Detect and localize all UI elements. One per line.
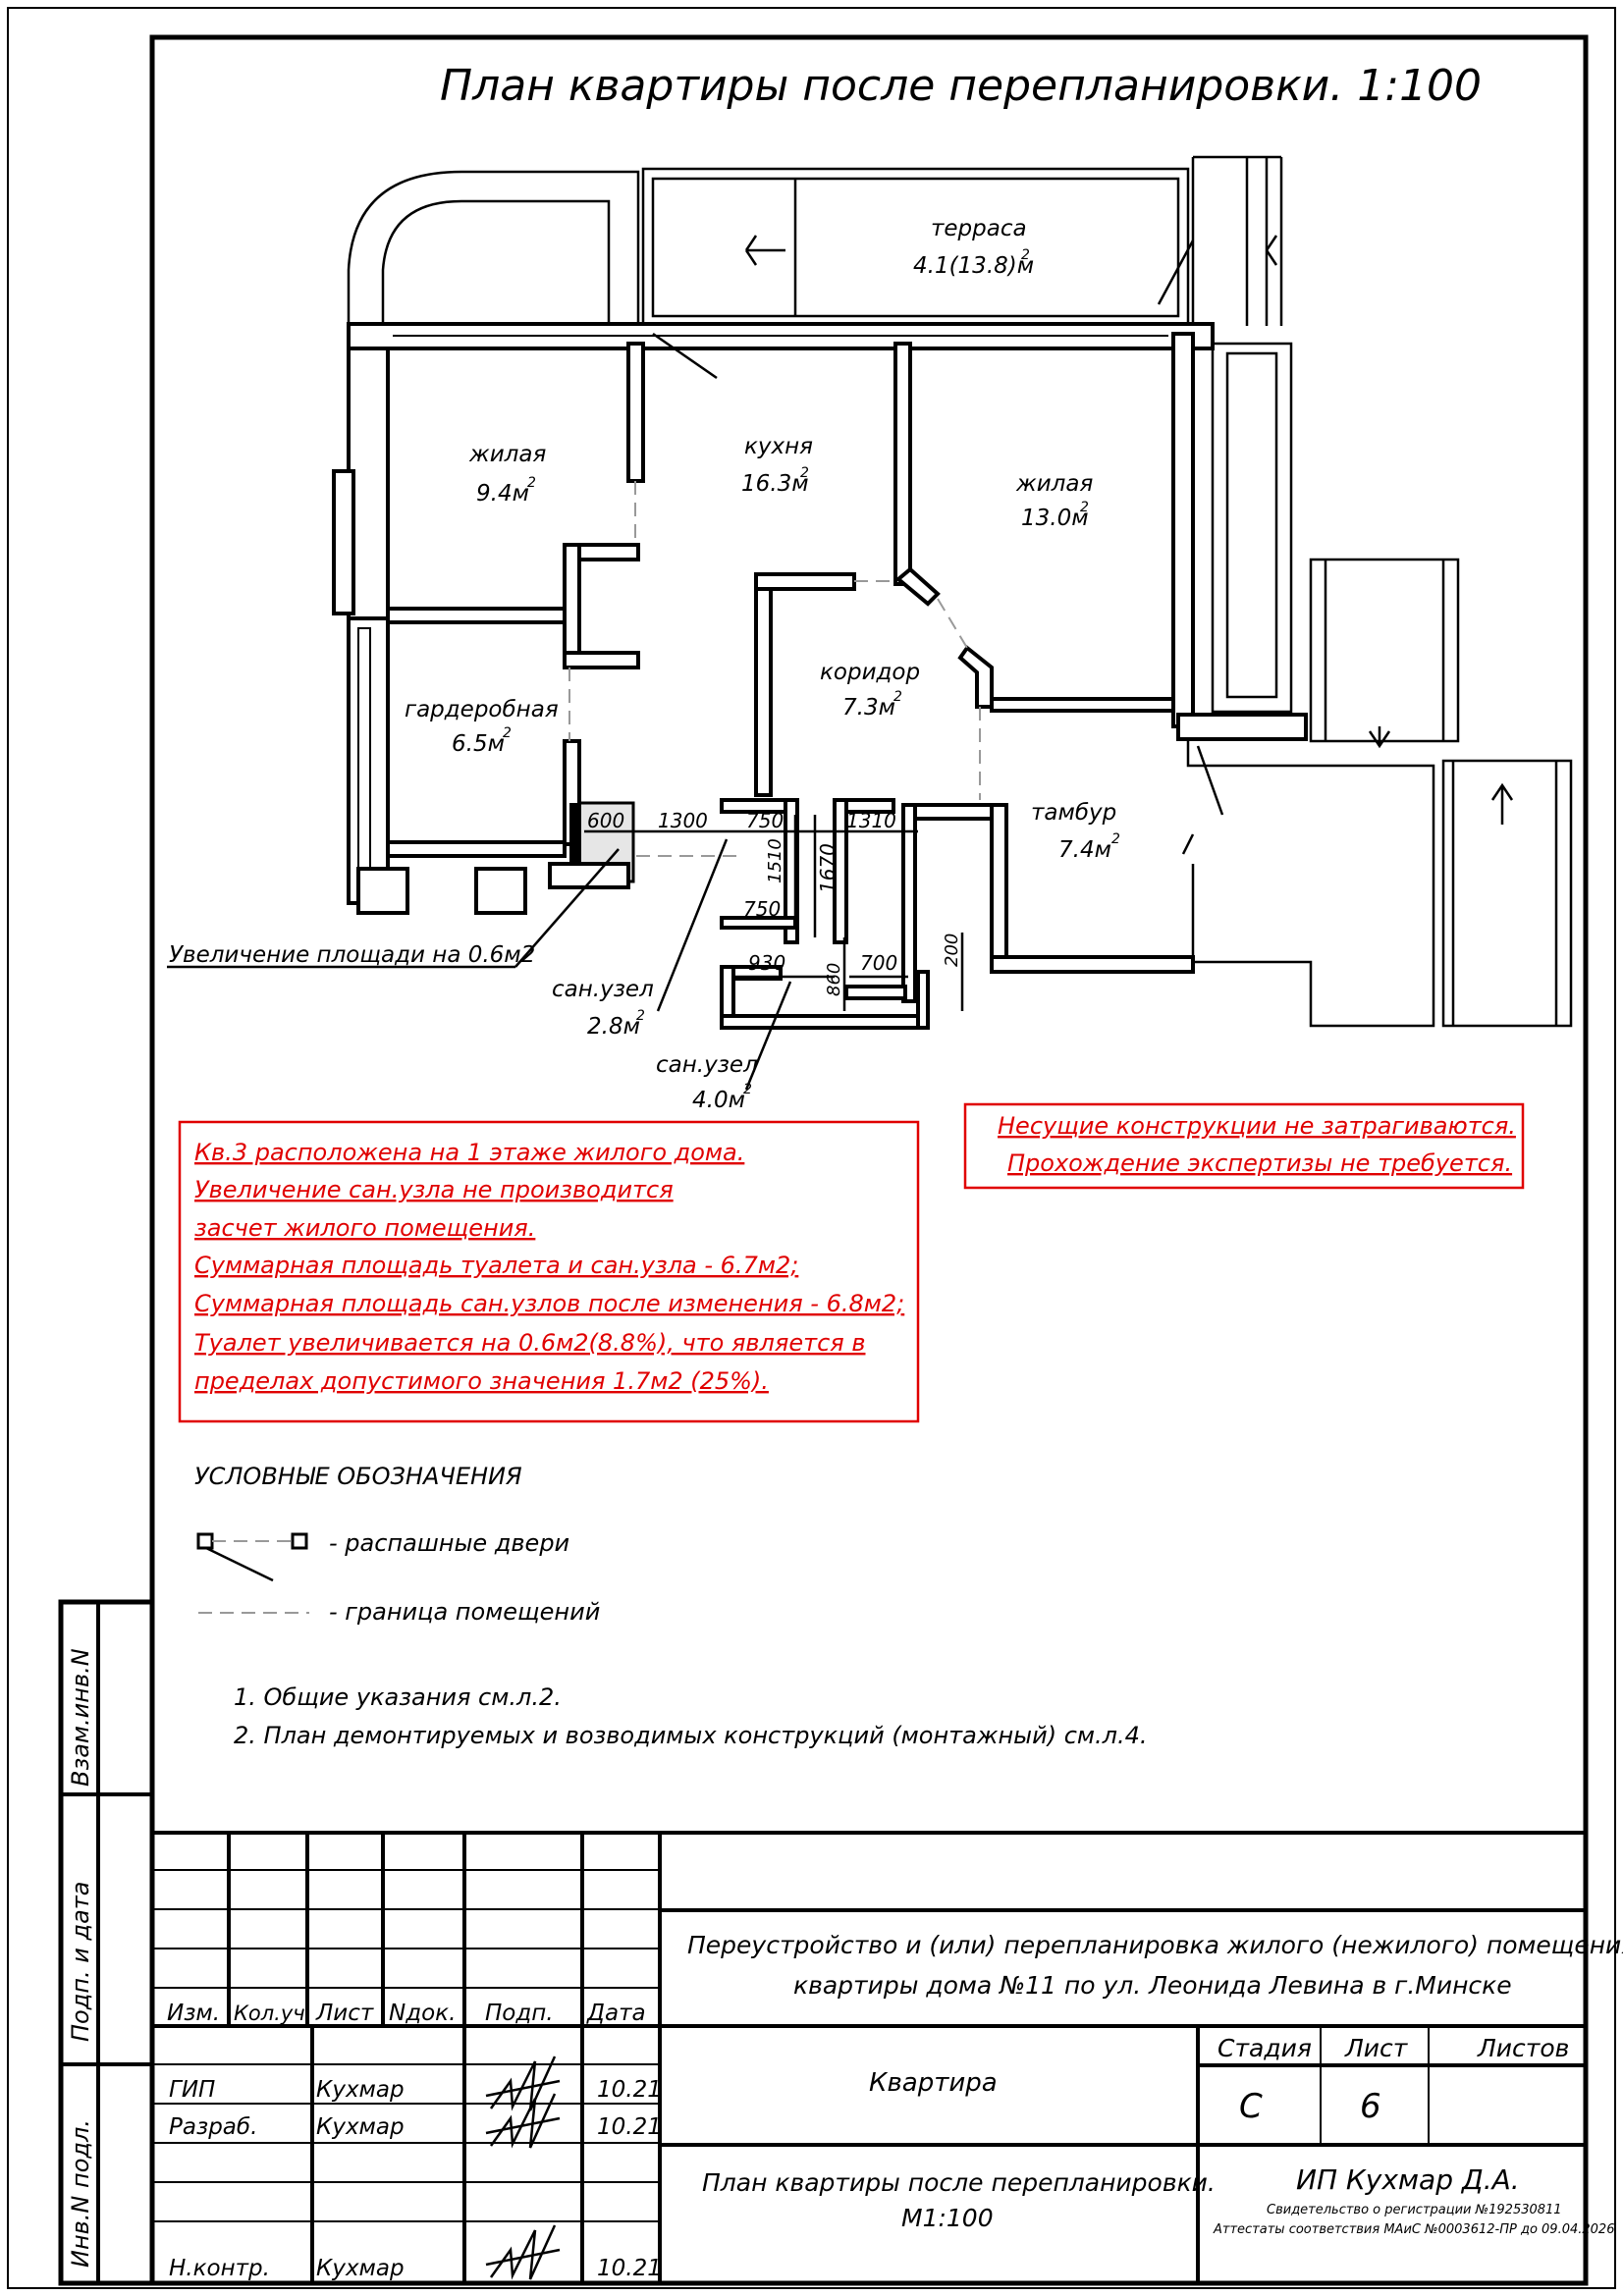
- room-living1-name: жилая: [468, 442, 546, 467]
- room-living2-area: 13.0м: [1021, 506, 1089, 531]
- stamp-row2-date: 10.21: [597, 2114, 662, 2140]
- dim-1510: 1510: [765, 838, 785, 883]
- area-increase-label: Увеличение площади на 0.6м2: [169, 942, 535, 968]
- room-wardrobe-name: гардеробная: [405, 697, 559, 722]
- plan-title: План квартиры после перепланировки. 1:10…: [440, 61, 1482, 111]
- room-kitchen-area: 16.3м: [741, 471, 809, 497]
- stamp-stage-header: Стадия: [1217, 2034, 1312, 2062]
- stamp-project-line1: Переустройство и (или) перепланировка жи…: [687, 1931, 1623, 1959]
- legend-doors: - распашные двери: [329, 1529, 569, 1557]
- room-bath1-name: сан.узел: [552, 977, 654, 1002]
- side-label-replace: Взам.инв.N: [67, 1648, 94, 1787]
- stamp-row1-name: Кухмар: [316, 2077, 405, 2103]
- dim-200: 200: [942, 934, 962, 967]
- note-left-2: Увеличение сан.узла не производится: [194, 1176, 674, 1203]
- stamp-row2-name: Кухмар: [316, 2114, 405, 2140]
- legend-heading: УСЛОВНЫЕ ОБОЗНАЧЕНИЯ: [194, 1463, 522, 1490]
- dim-600: 600: [587, 809, 624, 832]
- sup-wardrobe: 2: [503, 725, 512, 741]
- room-living1-area: 9.4м: [476, 481, 529, 507]
- note-right-2: Прохождение экспертизы не требуется.: [1007, 1149, 1512, 1177]
- room-terrace-area: 4.1(13.8)м: [913, 253, 1034, 279]
- stamp-row1-date: 10.21: [597, 2077, 662, 2103]
- dim-930: 930: [748, 951, 785, 975]
- note-left-6: Туалет увеличивается на 0.6м2(8.8%), что…: [194, 1329, 865, 1357]
- stamp-header-koluch: Кол.уч.: [234, 2002, 311, 2025]
- stamp-cert1: Свидетельство о регистрации №192530811: [1267, 2203, 1562, 2217]
- sup-living2: 2: [1080, 500, 1089, 515]
- room-labels: терраса 4.1(13.8)м жилая 9.4м кухня 16.3…: [405, 216, 1120, 1113]
- room-bath2-area: 4.0м: [692, 1088, 745, 1113]
- stamp-header-podp: Подп.: [485, 2001, 554, 2026]
- stamp-row3-role: Н.контр.: [169, 2256, 270, 2281]
- sup-terrace: 2: [1021, 247, 1030, 263]
- note-left-1: Кв.3 расположена на 1 этаже жилого дома.: [194, 1139, 744, 1166]
- general-note-2: 2. План демонтируемых и возводимых конст…: [234, 1722, 1148, 1749]
- stamp-drawing-line2: М1:100: [901, 2204, 994, 2232]
- stamp-row1-role: ГИП: [169, 2077, 215, 2103]
- stamp-stage: С: [1239, 2087, 1263, 2126]
- note-left-7: пределах допустимого значения 1.7м2 (25%…: [194, 1367, 769, 1395]
- title-block: [152, 1831, 1586, 2283]
- stamp-row2-role: Разраб.: [169, 2114, 257, 2140]
- note-left-3: засчет жилого помещения.: [194, 1214, 535, 1242]
- stamp-sheet-header: Лист: [1344, 2034, 1409, 2062]
- dim-1300: 1300: [658, 809, 708, 832]
- room-vestibule-area: 7.4м: [1058, 837, 1111, 863]
- room-wardrobe-area: 6.5м: [452, 731, 505, 757]
- legend-boundary: - граница помещений: [329, 1598, 600, 1626]
- dim-750-top: 750: [746, 809, 784, 832]
- stamp-company: ИП Кухмар Д.А.: [1296, 2163, 1520, 2196]
- notes-left-box: Кв.3 расположена на 1 этаже жилого дома.…: [178, 1120, 920, 1423]
- stamp-header-izm: Изм.: [167, 2001, 220, 2026]
- stamp-header-ndok: Nдок.: [389, 2001, 456, 2026]
- stamp-row3-date: 10.21: [597, 2256, 662, 2281]
- sup-living1: 2: [527, 475, 536, 491]
- room-bath2-name: сан.узел: [656, 1052, 758, 1078]
- dim-1310: 1310: [846, 809, 896, 832]
- room-vestibule-name: тамбур: [1031, 800, 1116, 826]
- sup-bath2: 2: [743, 1082, 752, 1097]
- floor-plan: 600 1300 750 1310 1510 1670 750 930 860 …: [167, 155, 1573, 1091]
- room-corridor-name: коридор: [820, 660, 920, 685]
- dim-860: 860: [824, 963, 844, 996]
- stamp-drawing-line1: План квартиры после перепланировки.: [702, 2168, 1216, 2197]
- dim-750-low: 750: [743, 897, 781, 921]
- sheet-frame: [7, 7, 1616, 2289]
- note-right-1: Несущие конструкции не затрагиваются.: [998, 1112, 1516, 1140]
- side-label-inv: Инв.N подл.: [67, 2119, 94, 2268]
- room-living2-name: жилая: [1015, 471, 1093, 497]
- stamp-header-data: Дата: [586, 2001, 646, 2026]
- note-left-4: Суммарная площадь туалета и сан.узла - 6…: [194, 1252, 798, 1279]
- stamp-row3-name: Кухмар: [316, 2256, 405, 2281]
- room-kitchen-name: кухня: [744, 434, 813, 459]
- general-note-1: 1. Общие указания см.л.2.: [234, 1683, 562, 1711]
- stamp-sheet: 6: [1360, 2087, 1381, 2126]
- signature-icon: [485, 2056, 561, 2280]
- sup-corridor: 2: [893, 689, 902, 705]
- room-terrace-name: терраса: [931, 216, 1027, 241]
- stamp-object: Квартира: [869, 2068, 998, 2098]
- room-corridor-area: 7.3м: [842, 695, 895, 721]
- sup-kitchen: 2: [800, 465, 809, 481]
- side-label-sign: Подп. и дата: [67, 1882, 94, 2043]
- notes-right-box: Несущие конструкции не затрагиваются. Пр…: [963, 1102, 1525, 1190]
- note-left-5: Суммарная площадь сан.узлов после измене…: [194, 1290, 904, 1317]
- stamp-project-line2: квартиры дома №11 по ул. Леонида Левина …: [793, 1971, 1512, 2000]
- dim-1670: 1670: [816, 843, 839, 893]
- stamp-cert2: Аттестаты соответствия МАиС №0003612-ПР …: [1213, 2222, 1614, 2237]
- dim-700: 700: [860, 951, 897, 975]
- room-bath1-area: 2.8м: [587, 1014, 640, 1040]
- stamp-sheets-header: Листов: [1477, 2034, 1569, 2062]
- sup-vestibule: 2: [1111, 831, 1120, 847]
- sup-bath1: 2: [636, 1008, 645, 1024]
- stamp-header-list: Лист: [315, 2001, 374, 2026]
- door-symbol-icon: [196, 1532, 308, 1582]
